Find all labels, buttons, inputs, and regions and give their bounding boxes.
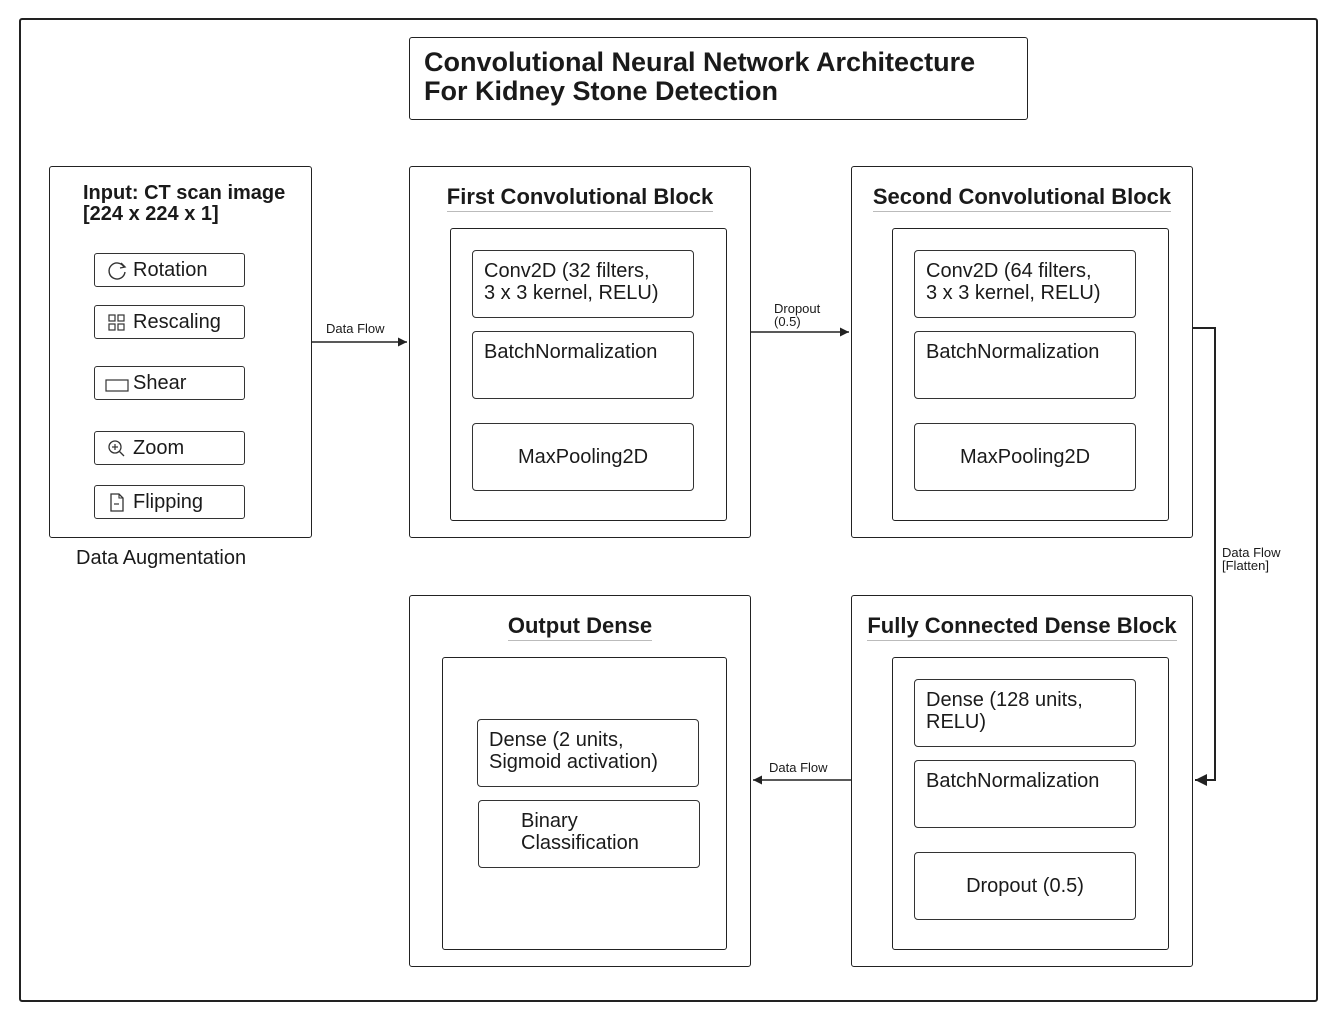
- binary-classification: Binary Classification: [478, 800, 700, 868]
- augmentation-zoom: Zoom: [94, 431, 245, 465]
- augmentation-caption: Data Augmentation: [76, 547, 247, 569]
- dense-layer: Dense (128 units, RELU): [914, 679, 1136, 747]
- augmentation-label: Rescaling: [133, 310, 221, 333]
- layer-stack: [450, 228, 727, 521]
- augmentation-label: Zoom: [133, 436, 185, 459]
- second-conv-block: Second Convolutional Block Conv2D (64 fi…: [851, 166, 1193, 538]
- block-title: Output Dense: [410, 613, 750, 641]
- diagram-frame: [19, 18, 1318, 1002]
- output-dense-layer: Dense (2 units, Sigmoid activation): [477, 719, 699, 787]
- output-block: Output Dense Dense (2 units, Sigmoid act…: [409, 595, 751, 967]
- edge-label-second-to-dense: Data Flow [Flatten]: [1222, 545, 1281, 573]
- batchnorm-layer: BatchNormalization: [472, 331, 694, 399]
- conv2d-layer: Conv2D (32 filters, 3 x 3 kernel, RELU): [472, 250, 694, 318]
- augmentation-label: Flipping: [133, 490, 204, 513]
- maxpool-layer: MaxPooling2D: [472, 423, 694, 491]
- augmentation-shear: Shear: [94, 366, 245, 400]
- title-line-1: Convolutional Neural Network Architectur…: [424, 47, 976, 77]
- augmentation-rescaling: Rescaling: [94, 305, 245, 339]
- first-conv-block: First Convolutional Block Conv2D (32 fil…: [409, 166, 751, 538]
- input-title-line-2: [224 x 224 x 1]: [83, 203, 219, 225]
- input-title: Input: CT scan image [224 x 224 x 1]: [83, 183, 285, 225]
- conv2d-layer: Conv2D (64 filters, 3 x 3 kernel, RELU): [914, 250, 1136, 318]
- edge-label-dense-to-output: Data Flow: [769, 760, 828, 775]
- dense-block: Fully Connected Dense Block Dense (128 u…: [851, 595, 1193, 967]
- layer-stack: [442, 657, 727, 950]
- dropout-layer: Dropout (0.5): [914, 852, 1136, 920]
- block-title: Fully Connected Dense Block: [852, 613, 1192, 641]
- edge-second-to-dense: [1193, 327, 1216, 786]
- zoom-icon: [105, 437, 129, 459]
- edge-label-input-to-first: Data Flow: [326, 321, 385, 336]
- block-title: First Convolutional Block: [410, 184, 750, 212]
- augmentation-flipping: Flipping: [94, 485, 245, 519]
- edge-label-first-to-second: Dropout (0.5): [774, 301, 821, 329]
- input-title-line-1: Input: CT scan image: [83, 182, 286, 204]
- layer-stack: [892, 657, 1169, 950]
- rectangle-icon: [105, 372, 129, 394]
- grid-icon: [105, 311, 129, 333]
- block-title: Second Convolutional Block: [852, 184, 1192, 212]
- augmentation-label: Rotation: [133, 258, 208, 281]
- batchnorm-layer: BatchNormalization: [914, 760, 1136, 828]
- input-block: Input: CT scan image [224 x 224 x 1] Rot…: [49, 166, 312, 538]
- layer-stack: [892, 228, 1169, 521]
- rotate-icon: [105, 259, 129, 281]
- maxpool-layer: MaxPooling2D: [914, 423, 1136, 491]
- diagram-title: Convolutional Neural Network Architectur…: [409, 37, 1028, 120]
- batchnorm-layer: BatchNormalization: [914, 331, 1136, 399]
- augmentation-rotation: Rotation: [94, 253, 245, 287]
- title-line-2: For Kidney Stone Detection: [424, 76, 779, 106]
- document-icon: [105, 491, 129, 513]
- augmentation-label: Shear: [133, 371, 187, 394]
